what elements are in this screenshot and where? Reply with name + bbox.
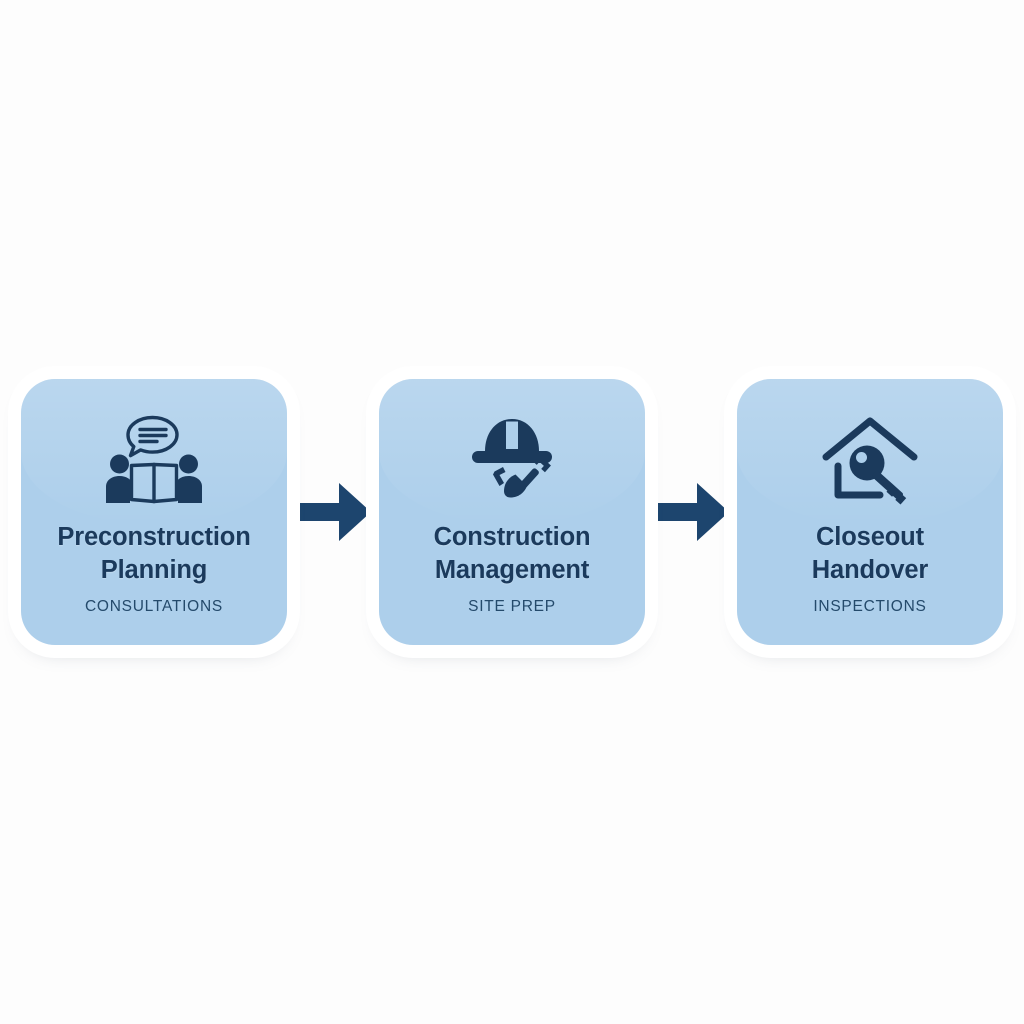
stage-title: Construction Management	[433, 523, 591, 585]
people-discussion-icon	[102, 411, 206, 515]
flow-row: Preconstruction Planning CONSULTATIONS	[21, 379, 1003, 645]
stage-subtitle: SITE PREP	[468, 598, 556, 616]
hardhat-shovel-icon	[460, 411, 564, 515]
stage-subtitle: CONSULTATIONS	[84, 598, 224, 616]
stage-card-construction-management[interactable]: Construction Management SITE PREP	[379, 379, 645, 645]
arrow-right-icon	[645, 467, 737, 557]
house-key-icon	[818, 411, 922, 515]
stage-title: Preconstruction Planning	[57, 523, 251, 585]
arrow-right-icon	[287, 467, 379, 557]
stage-title: Closeout Handover	[811, 523, 929, 585]
stage-card-preconstruction-planning[interactable]: Preconstruction Planning CONSULTATIONS	[21, 379, 287, 645]
stage-subtitle: INSPECTIONS	[813, 598, 927, 616]
stage-card-closeout-handover[interactable]: Closeout Handover INSPECTIONS	[737, 379, 1003, 645]
